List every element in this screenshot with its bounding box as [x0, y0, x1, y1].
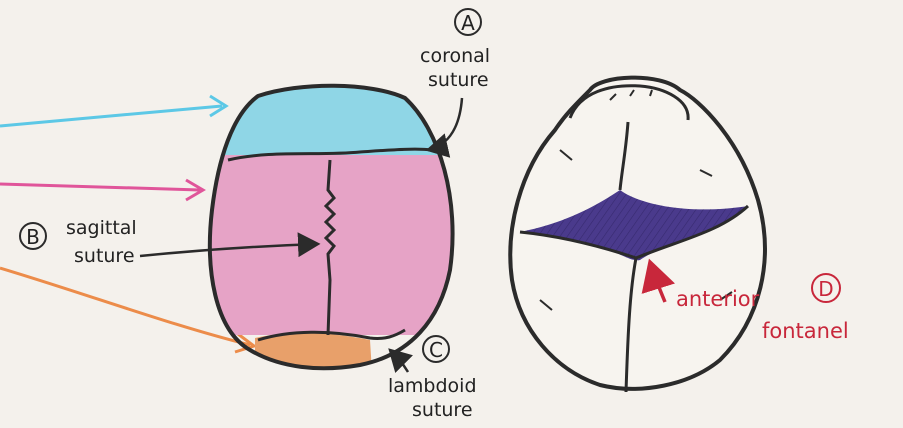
label-d-letter: D [818, 277, 833, 301]
label-c-line1: lambdoid [388, 375, 477, 397]
label-b-line1: sagittal [66, 217, 137, 239]
label-a-line1: coronal [420, 45, 490, 67]
label-a-letter: A [461, 11, 475, 35]
label-a-line2: suture [428, 69, 489, 91]
arrow-pink [0, 184, 200, 190]
frontal-bone-fill [200, 80, 470, 160]
infant-skull-view [510, 78, 765, 392]
label-c-pointer [390, 350, 408, 372]
label-b-line2: suture [74, 245, 135, 267]
arrow-cyan [0, 106, 222, 126]
label-d-line1: anterior [676, 287, 760, 311]
label-c-line2: suture [412, 399, 473, 421]
label-b-letter: B [26, 225, 40, 249]
label-d-line2: fontanel [762, 319, 849, 343]
skull-top-view [200, 80, 470, 372]
label-c-letter: C [429, 338, 443, 362]
